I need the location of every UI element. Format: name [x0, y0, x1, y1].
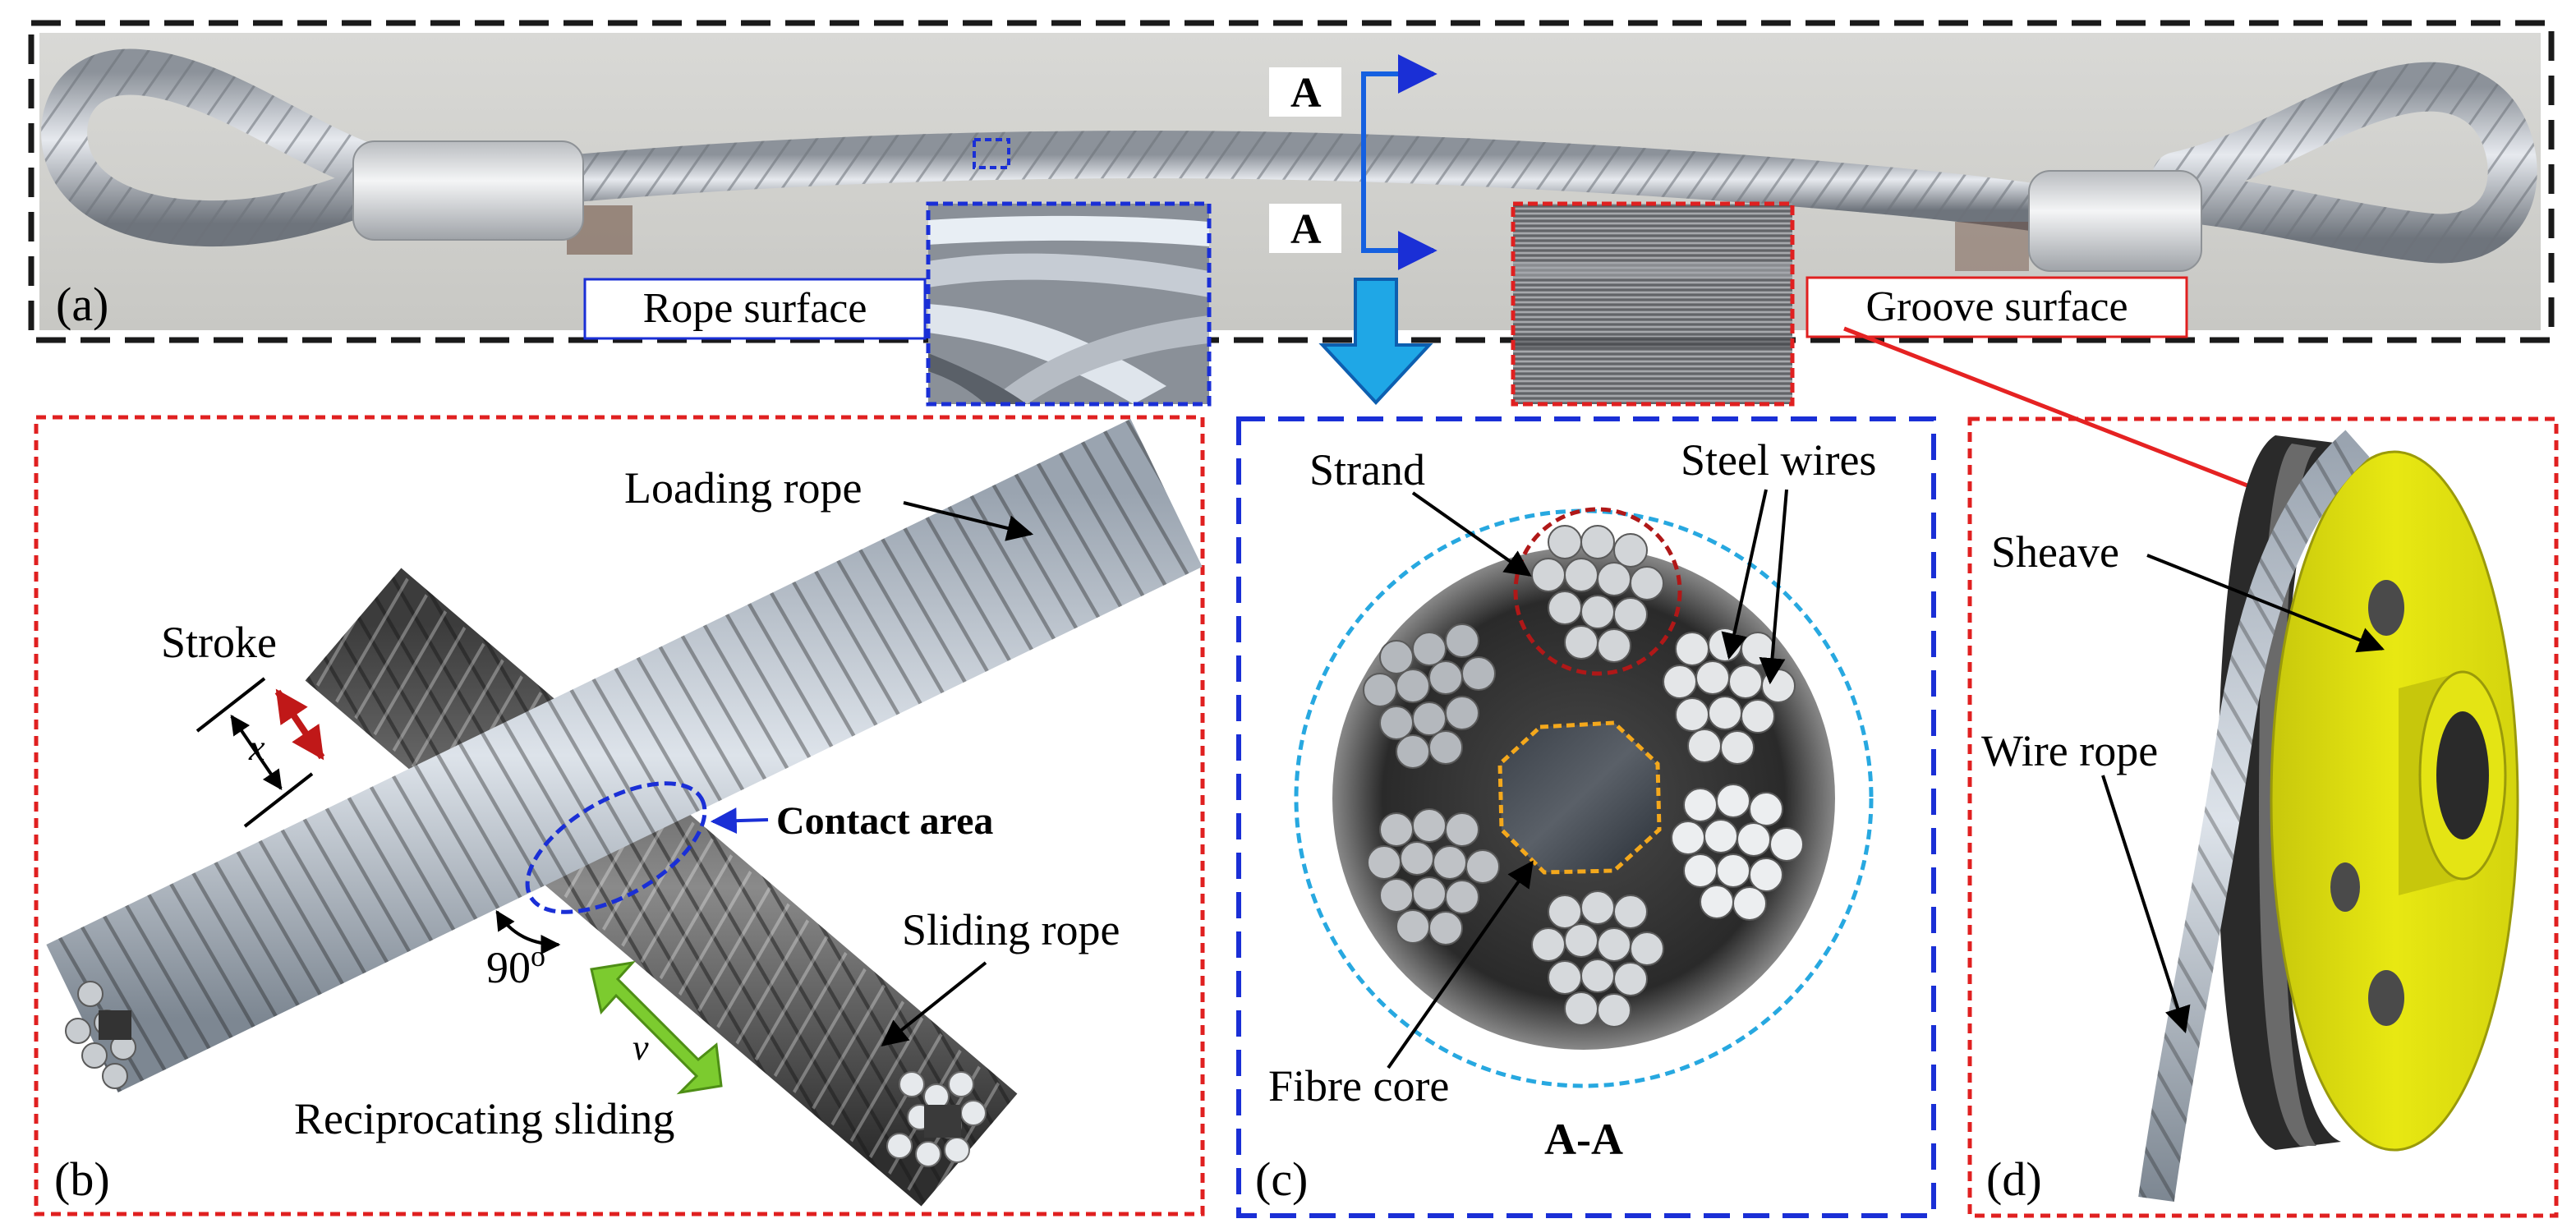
panel-a-frame: [28, 20, 2555, 343]
stroke-x-symbol: x: [248, 728, 265, 768]
fibre-core-pointer: [1387, 860, 1534, 1069]
sliding-rope-pointer: [881, 961, 987, 1046]
strand-pointer: [1411, 491, 1532, 577]
left-eye-loop: [41, 48, 384, 247]
strand-label: Strand: [1309, 445, 1425, 494]
strand-bottom: [1531, 890, 1664, 1028]
right-ferrule: [2028, 170, 2202, 272]
sheave-bore: [2436, 711, 2489, 839]
sheave-face: [2270, 450, 2519, 1152]
rope-body: [543, 131, 2077, 271]
panel-c-label: (c): [1255, 1152, 1308, 1206]
loading-rope-end-face: [65, 981, 136, 1089]
contact-area-label: Contact area: [776, 799, 993, 843]
sliding-rope-label: Sliding rope: [902, 905, 1120, 954]
velocity-symbol: v: [632, 1028, 649, 1068]
panel-d: Sheave Wire rope (d): [1967, 416, 2559, 1218]
stroke-tick-top: [196, 677, 266, 733]
right-eye-loop: [2152, 62, 2537, 264]
section-mark-top: A: [1290, 70, 1322, 117]
stroke-tick-bottom: [243, 772, 314, 828]
sheave-pointer: [2146, 554, 2385, 653]
contact-area-arrow: [710, 807, 769, 835]
section-marker: A A: [1269, 54, 1438, 270]
strand-right: [1671, 784, 1804, 921]
stroke-red-arrow: [274, 688, 325, 761]
panel-a: (a) A A Rope surface: [28, 20, 2555, 407]
stroke-x-arrow: [230, 715, 283, 790]
loading-rope-label: Loading rope: [624, 463, 862, 513]
groove-surface-zoom: [1511, 201, 1795, 407]
panel-b: Contact area Loading rope Stroke x 90o S…: [34, 415, 1205, 1217]
contact-area-ellipse: [525, 781, 707, 914]
down-arrow: [1318, 278, 1433, 405]
strand-upper-left: [1363, 623, 1496, 769]
rope-surface-callout: Rope surface: [583, 278, 927, 340]
sheave-wire-rope: [2138, 430, 2370, 1203]
sliding-rope-end-face: [886, 1071, 987, 1167]
panel-c-frame: [1236, 416, 1936, 1218]
sheave: [2218, 435, 2519, 1152]
section-mark-bottom: A: [1290, 206, 1322, 253]
velocity-arrow: [590, 960, 723, 1095]
sliding-rope: [305, 568, 1018, 1207]
rope-outline: [1294, 508, 1874, 1088]
fibre-core-label: Fibre core: [1268, 1061, 1449, 1111]
panel-a-label: (a): [56, 278, 108, 331]
stroke-label: Stroke: [161, 618, 277, 667]
strand-outline: [1513, 507, 1682, 676]
panel-d-frame: [1967, 416, 2559, 1218]
steel-wires-pointer-1: [1721, 489, 1768, 660]
wire-rope-pointer: [2101, 775, 2191, 1034]
rope-surface-zoom: [926, 201, 1212, 407]
strand-lower-left: [1367, 808, 1500, 945]
groove-surface-label: Groove surface: [1865, 283, 2128, 330]
panel-c: Strand Steel wires Fibre core A-A (c): [1236, 416, 1936, 1218]
groove-surface-callout: Groove surface: [1806, 276, 2188, 338]
fibre-core: [1497, 720, 1662, 875]
steel-wires-label: Steel wires: [1681, 435, 1876, 485]
loading-rope: [46, 419, 1203, 1092]
rope-surface-marker: [973, 138, 1010, 169]
right-angle-arc: [495, 909, 561, 954]
steel-wires-pointer-2: [1759, 489, 1788, 685]
strand-bundles: [1363, 525, 1804, 1028]
wire-rope-label: Wire rope: [1981, 726, 2158, 775]
strand-top: [1531, 525, 1664, 663]
left-ferrule: [352, 140, 584, 241]
loading-rope-pointer: [903, 501, 1034, 541]
panel-d-label: (d): [1986, 1152, 2042, 1206]
section-title: A-A: [1544, 1115, 1623, 1164]
panel-b-label: (b): [54, 1152, 110, 1206]
panel-b-frame: [34, 415, 1205, 1217]
sheave-label: Sheave: [1991, 527, 2119, 577]
rope-surface-label: Rope surface: [643, 285, 867, 332]
reciprocating-sliding-label: Reciprocating sliding: [294, 1094, 674, 1143]
angle-value: 90o: [486, 940, 545, 992]
